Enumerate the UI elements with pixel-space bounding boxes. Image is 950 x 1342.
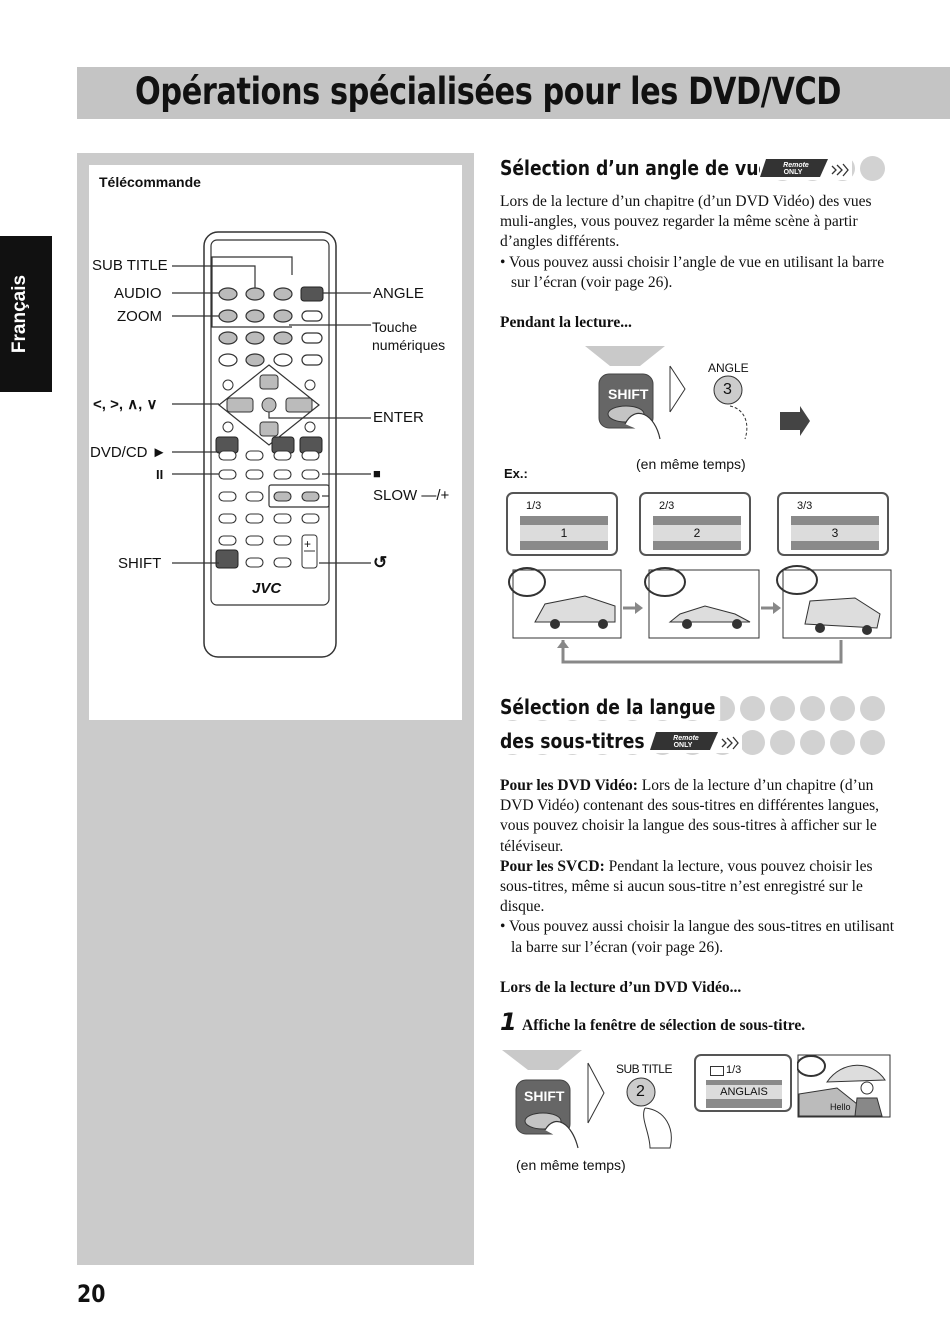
sub-title-key-label: SUB TITLE	[616, 1062, 672, 1076]
angle-paragraph: Lors de la lecture d’un chapitre (d’un D…	[500, 193, 872, 251]
section-subtitle-title-line2: des sous-titres	[500, 728, 650, 754]
example-label: Ex.:	[504, 466, 528, 481]
angle-bullet: • Vous pouvez aussi choisir l’angle de v…	[500, 253, 885, 291]
label-audio: AUDIO	[114, 285, 162, 302]
label-enter: ENTER	[373, 409, 424, 426]
hello-caption: Hello	[830, 1102, 851, 1112]
shift-key-label-angle: SHIFT	[608, 386, 649, 402]
remote-control-illustration	[172, 231, 371, 658]
subtitle-bullet: • Vous pouvez aussi choisir la langue de…	[500, 918, 895, 956]
angle-same-time: (en même temps)	[636, 456, 746, 472]
label-arrows: <, >, ∧, ∨	[93, 396, 158, 413]
angle-key-label: ANGLE	[708, 361, 749, 375]
section-angle-body: Lors de la lecture d’un chapitre (d’un D…	[500, 192, 900, 293]
label-sub-title: SUB TITLE	[92, 257, 168, 274]
label-numeriques: numériques	[372, 337, 446, 353]
label-return: ↺	[373, 553, 388, 572]
dvd-video-text: Lors de la lecture d’un chapitre (d’un D…	[500, 777, 880, 855]
label-plus: +	[304, 537, 312, 551]
label-pause: II	[156, 467, 164, 482]
angle-during-label: Pendant la lecture...	[500, 314, 632, 331]
section-subtitle-body: Pour les DVD Vidéo: Lors de la lecture d…	[500, 776, 900, 958]
subtitle-during-label: Lors de la lecture d’un DVD Vidéo...	[500, 979, 742, 996]
svg-text:ONLY: ONLY	[674, 742, 693, 749]
svcd-text: Pendant la lecture, vous pouvez choisir …	[500, 857, 873, 916]
angle-screen-3: 3/3 3	[777, 492, 889, 556]
label-shift: SHIFT	[118, 555, 162, 572]
step-text: Affiche la fenêtre de sélection de sous-…	[522, 1017, 806, 1034]
angle-screen-2: 2/3 2	[639, 492, 751, 556]
label-zoom: ZOOM	[117, 308, 162, 325]
angle-car-pictures	[508, 565, 892, 664]
shift-angle-illustration	[585, 346, 810, 440]
label-stop: ■	[373, 466, 381, 481]
shift-subtitle-illustration	[502, 1050, 672, 1149]
remote-only-badge-angle: Remote ONLY	[760, 156, 852, 180]
svcd-bold: Pour les SVCD:	[500, 857, 605, 875]
remote-heading: Télécommande	[99, 174, 201, 190]
subtitle-screen: 1/3 ANGLAIS	[694, 1054, 792, 1112]
language-tab: Français	[0, 236, 52, 392]
label-slow: SLOW —/+	[373, 487, 450, 504]
svg-text:ONLY: ONLY	[784, 169, 803, 176]
page-number: 20	[77, 1280, 106, 1308]
label-dvd-cd: DVD/CD ►	[90, 444, 167, 461]
subtitle-same-time: (en même temps)	[516, 1157, 626, 1173]
step-number: 1	[500, 1008, 517, 1036]
dvd-video-bold: Pour les DVD Vidéo:	[500, 777, 638, 794]
title-bar	[77, 67, 950, 119]
subtitle-icon	[710, 1066, 724, 1076]
label-angle: ANGLE	[373, 285, 424, 302]
key-2: 2	[636, 1083, 645, 1100]
label-touche: Touche	[372, 319, 418, 335]
section-subtitle-title-line1: Sélection de la langue	[500, 694, 721, 720]
page-title: Opérations spécialisées pour les DVD/VCD	[135, 70, 842, 113]
remote-brand-logo: JVC	[252, 580, 282, 597]
remote-only-badge-subtitle: Remote ONLY	[650, 729, 742, 753]
language-tab-label: Français	[9, 274, 30, 354]
shift-key-label-subtitle: SHIFT	[524, 1088, 565, 1104]
key-3: 3	[723, 381, 732, 398]
subtitle-picture	[797, 1054, 891, 1118]
svg-text:Remote: Remote	[673, 735, 699, 742]
section-angle-title: Sélection d’un angle de vue	[500, 155, 776, 181]
svg-text:Remote: Remote	[783, 162, 809, 169]
angle-screen-1: 1/3 1	[506, 492, 618, 556]
